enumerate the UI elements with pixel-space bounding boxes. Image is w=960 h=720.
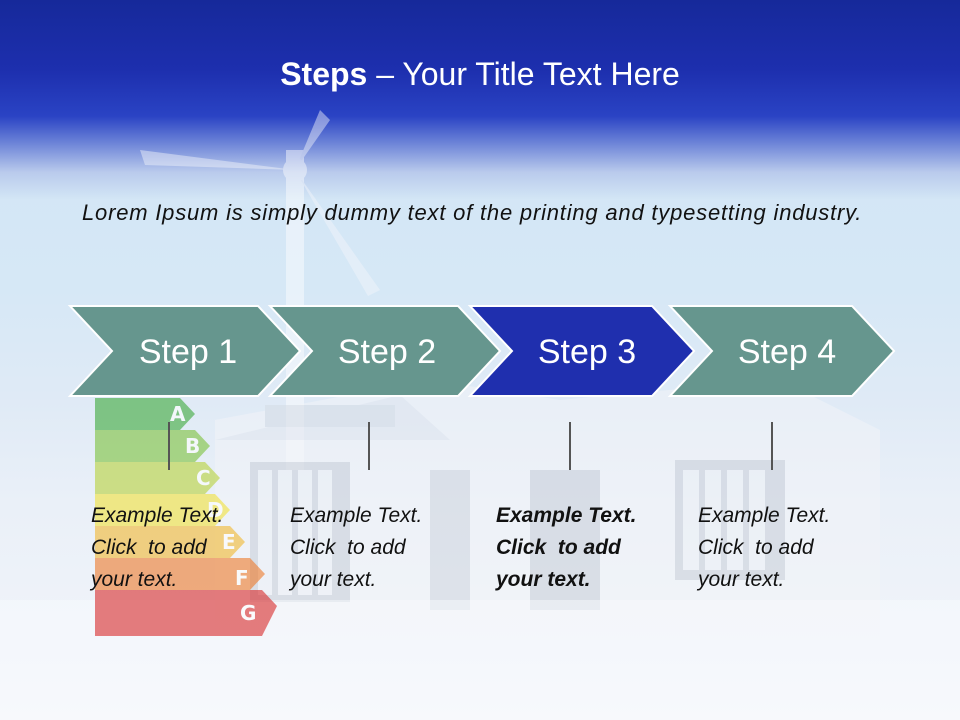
step-2-text-line-3: your text. [290,568,377,591]
step-3-text[interactable]: Example Text. Click to add your text. [496,500,676,596]
step-3-label: Step 3 [537,333,637,371]
title-rest: – Your Title Text Here [367,56,680,92]
step-4-text-line-1: Example Text. [698,504,831,527]
step-chevron-3[interactable] [467,305,696,397]
step-chevron-4[interactable] [667,305,896,397]
step-1-connector [168,422,170,470]
house-icon [0,380,960,720]
step-4-text[interactable]: Example Text. Click to add your text. [698,500,878,596]
slide-title[interactable]: Steps – Your Title Text Here [0,56,960,93]
step-chevron-1[interactable] [67,305,302,397]
step-2-connector [368,422,370,470]
step-3-text-line-1: Example Text. [496,504,637,527]
step-2-text[interactable]: Example Text. Click to add your text. [290,500,470,596]
energy-label-b: B [185,434,200,458]
step-3-text-line-2: Click to add [496,536,621,559]
step-4-text-line-2: Click to add [698,536,814,559]
energy-label-e: E [222,530,236,554]
step-2-text-line-1: Example Text. [290,504,423,527]
step-chevron-2[interactable] [267,305,502,397]
energy-label-a: A [170,402,186,426]
step-2-label: Step 2 [337,333,437,371]
step-4-text-line-3: your text. [698,568,785,591]
energy-label-d: D [207,498,224,522]
step-2-text-line-2: Click to add [290,536,406,559]
step-1-label: Step 1 [138,333,238,371]
step-4-connector [771,422,773,470]
step-1-text-line-1: Example Text. [91,504,224,527]
energy-rating-icon: A B C D E F G [95,398,277,636]
step-1-text-line-2: Click to add [91,536,207,559]
header-band [0,0,960,200]
body-text[interactable]: Lorem Ipsum is simply dummy text of the … [82,200,863,225]
energy-label-c: C [196,466,211,490]
step-4-label: Step 4 [737,333,837,371]
step-3-text-line-3: your text. [496,568,591,591]
energy-label-f: F [235,566,249,590]
title-bold: Steps [280,56,368,92]
step-3-connector [569,422,571,470]
step-1-text[interactable]: Example Text. Click to add your text. [91,500,271,596]
energy-label-g: G [240,601,256,625]
step-1-text-line-3: your text. [91,568,178,591]
